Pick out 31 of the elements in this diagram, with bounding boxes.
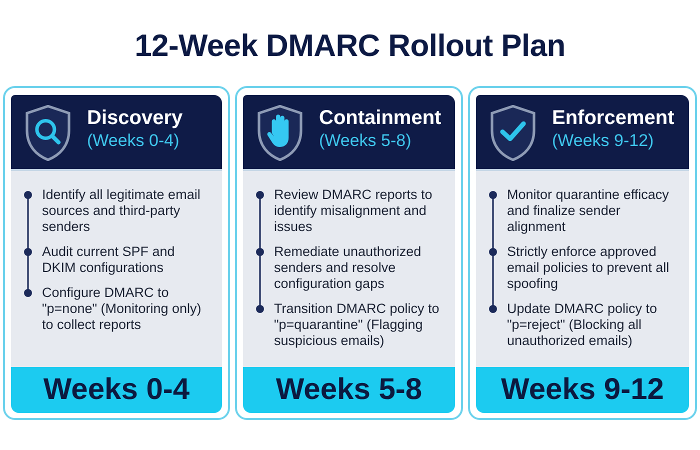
task-text: Configure DMARC to "p=none" (Monitoring only) to collect reports <box>42 285 202 333</box>
week-label: Weeks 5-8 <box>276 373 422 406</box>
phase-card <box>3 86 230 420</box>
task-text: Review DMARC reports to identify misalignment and issues <box>274 187 434 235</box>
task-text: Strictly enforce approved email policies to prevent all spoofing <box>507 244 670 292</box>
task-text: Identify all legitimate email sources and third-party senders <box>42 187 202 235</box>
page-title: 12-Week DMARC Rollout Plan <box>134 28 566 63</box>
phase-weeks: (Weeks 5-8) <box>319 130 412 152</box>
week-label: Weeks 0-4 <box>43 373 190 406</box>
phase-weeks: (Weeks 9-12) <box>552 130 655 152</box>
phase-title: Discovery <box>87 106 184 130</box>
task-panel <box>243 169 455 367</box>
phase-header <box>11 95 222 169</box>
phase-header <box>243 95 455 169</box>
week-band <box>243 367 455 413</box>
task-text: Audit current SPF and DKIM configurations <box>42 244 176 276</box>
phase-title: Containment <box>319 106 442 130</box>
phase-weeks: (Weeks 0-4) <box>87 130 180 152</box>
phase-title: Enforcement <box>552 106 676 130</box>
phase-card <box>235 86 463 420</box>
phase-card <box>468 86 697 420</box>
task-text: Remediate unauthorized senders and resolve configuration gaps <box>274 244 422 292</box>
task-text: Transition DMARC policy to "p=quarantine" (Flagging suspicious emails) <box>274 301 440 349</box>
week-label: Weeks 9-12 <box>501 373 664 406</box>
week-band <box>11 367 222 413</box>
week-band <box>476 367 689 413</box>
task-text: Monitor quarantine efficacy and finalize sender alignment <box>507 187 670 235</box>
task-panel <box>11 169 222 367</box>
task-panel <box>476 169 689 367</box>
phase-header <box>476 95 689 169</box>
task-text: Update DMARC policy to "p=reject" (Blocking all unauthorized emails) <box>507 301 658 349</box>
